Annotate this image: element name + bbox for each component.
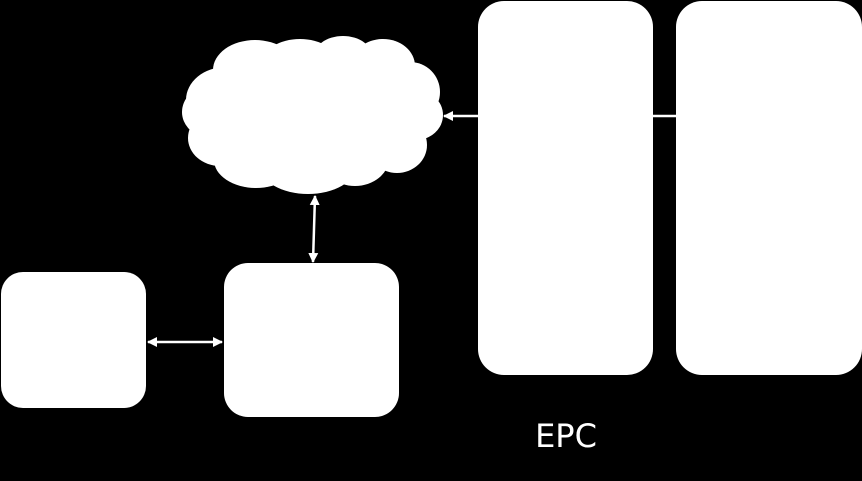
center-node-box bbox=[224, 263, 399, 417]
epc-box-right bbox=[676, 1, 862, 375]
epc-box-left bbox=[478, 1, 653, 375]
network-cloud bbox=[182, 36, 443, 194]
cloud-center-connector bbox=[308, 195, 320, 263]
epc-label: EPC bbox=[535, 417, 597, 455]
left-node-box bbox=[1, 272, 146, 408]
